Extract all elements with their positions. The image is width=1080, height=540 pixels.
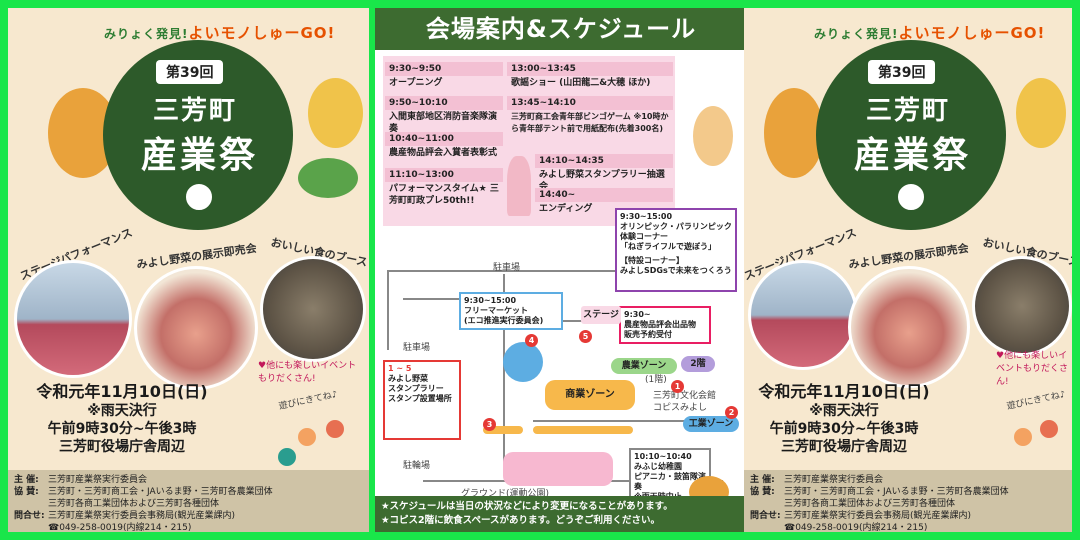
family-illustration-icon xyxy=(693,106,733,166)
town-logo-icon xyxy=(184,182,214,212)
mascot-icon xyxy=(1016,78,1066,148)
bike-parking: 駐輪場 xyxy=(403,461,431,471)
ground: グラウンド(運動公園) xyxy=(461,489,550,499)
kindergarten-area xyxy=(503,452,613,486)
arc-text: みりょく発見!よいモノしゅーGO! xyxy=(814,24,1046,42)
note-events: ♥他にも楽しいイベントもりだくさん! xyxy=(996,351,1069,387)
agri-zone: 農業ゾーン xyxy=(611,358,677,374)
stamp-pin-2: 2 xyxy=(725,406,738,419)
kid-icon xyxy=(1040,420,1058,438)
stamp-pin-5: 5 xyxy=(579,330,592,343)
kopis-label: コピスみよし xyxy=(653,403,708,413)
note-events: ♥他にも楽しいイベントもりだくさん! xyxy=(258,361,357,384)
parking-top: 駐車場 xyxy=(493,263,521,273)
sweet-potato-photo xyxy=(848,266,970,388)
title-festival: 産業祭 xyxy=(854,135,972,176)
kid-icon xyxy=(326,420,344,438)
event-hours: 午前9時30分~午後3時 xyxy=(769,421,919,437)
flea-area xyxy=(503,342,543,382)
arc-text: みりょく発見!よいモノしゅーGO! xyxy=(104,24,336,42)
title-festival: 産業祭 xyxy=(141,135,259,176)
event-hours: 午前9時30分~午後3時 xyxy=(47,421,197,437)
food-booth-photo xyxy=(260,256,366,362)
industrial-zone: 工業ゾーン xyxy=(683,416,739,432)
kid-icon xyxy=(278,448,296,466)
title-town: 三芳町 xyxy=(153,96,238,126)
event-venue: 三芳町役場庁舎周辺 xyxy=(59,439,185,455)
hall-label: 三芳町文化会館 xyxy=(653,391,717,401)
stamp-pin-4: 4 xyxy=(525,334,538,347)
edition-label: 第39回 xyxy=(868,60,936,84)
floor-1: (1階) xyxy=(645,375,667,385)
stamp-pin-1: 1 xyxy=(671,380,684,393)
note-play: 遊びにきてね♪ xyxy=(277,389,339,413)
rain-notice: ※雨天決行 xyxy=(87,403,157,419)
note-play: 遊びにきてね♪ xyxy=(1005,389,1067,413)
mascot-icon xyxy=(308,78,363,148)
carrot-mascot-icon xyxy=(764,88,824,178)
stage-photo xyxy=(748,260,858,370)
food-booth-photo xyxy=(972,256,1072,356)
agri-box: 9:30~農産物品評会出品物販売予約受付 xyxy=(619,306,711,344)
poster-left: みりょく発見!よいモノしゅーGO! 第39回 三芳町 産業祭 ステージパフォーマ… xyxy=(8,8,369,532)
title-town: 三芳町 xyxy=(866,96,951,126)
event-date: 令和元年11月10日(日) xyxy=(36,382,208,401)
sweet-potato-photo xyxy=(134,266,258,390)
leaves-icon xyxy=(298,158,358,198)
edition-label: 第39回 xyxy=(156,60,224,84)
floor-2: 2階 xyxy=(681,356,715,372)
stamp-pin-3: 3 xyxy=(483,418,496,431)
kid-icon xyxy=(298,428,316,446)
commercial-zone: 商業ゾーン xyxy=(545,380,635,410)
road-strip xyxy=(533,426,633,434)
town-logo-icon xyxy=(896,182,926,212)
rain-notice: ※雨天決行 xyxy=(809,403,879,419)
poster-footer: 主 催:三芳町産業祭実行委員会 協 賛:三芳町・三芳町商工会・JAいるま野・三芳… xyxy=(744,470,1072,532)
parking-left: 駐車場 xyxy=(403,343,431,353)
poster-footer: 主 催:三芳町産業祭実行委員会 協 賛:三芳町・三芳町商工会・JAいるま野・三芳… xyxy=(8,470,369,532)
girl-mascot-icon xyxy=(507,156,531,216)
road-strip xyxy=(483,426,523,434)
stage-label: ステージ xyxy=(581,306,621,324)
event-venue: 三芳町役場庁舎周辺 xyxy=(781,439,907,455)
kid-icon xyxy=(1014,428,1032,446)
schedule-footer: ★スケジュールは当日の状況などにより変更になることがあります。 ★コピス2階に飲… xyxy=(375,496,747,532)
stage-photo xyxy=(14,260,132,378)
schedule-header: 会場案内&スケジュール xyxy=(375,8,747,50)
event-date: 令和元年11月10日(日) xyxy=(758,382,930,401)
poster-right: みりょく発見!よいモノしゅーGO! 第39回 三芳町 産業祭 ステージパフォーマ… xyxy=(744,8,1072,532)
